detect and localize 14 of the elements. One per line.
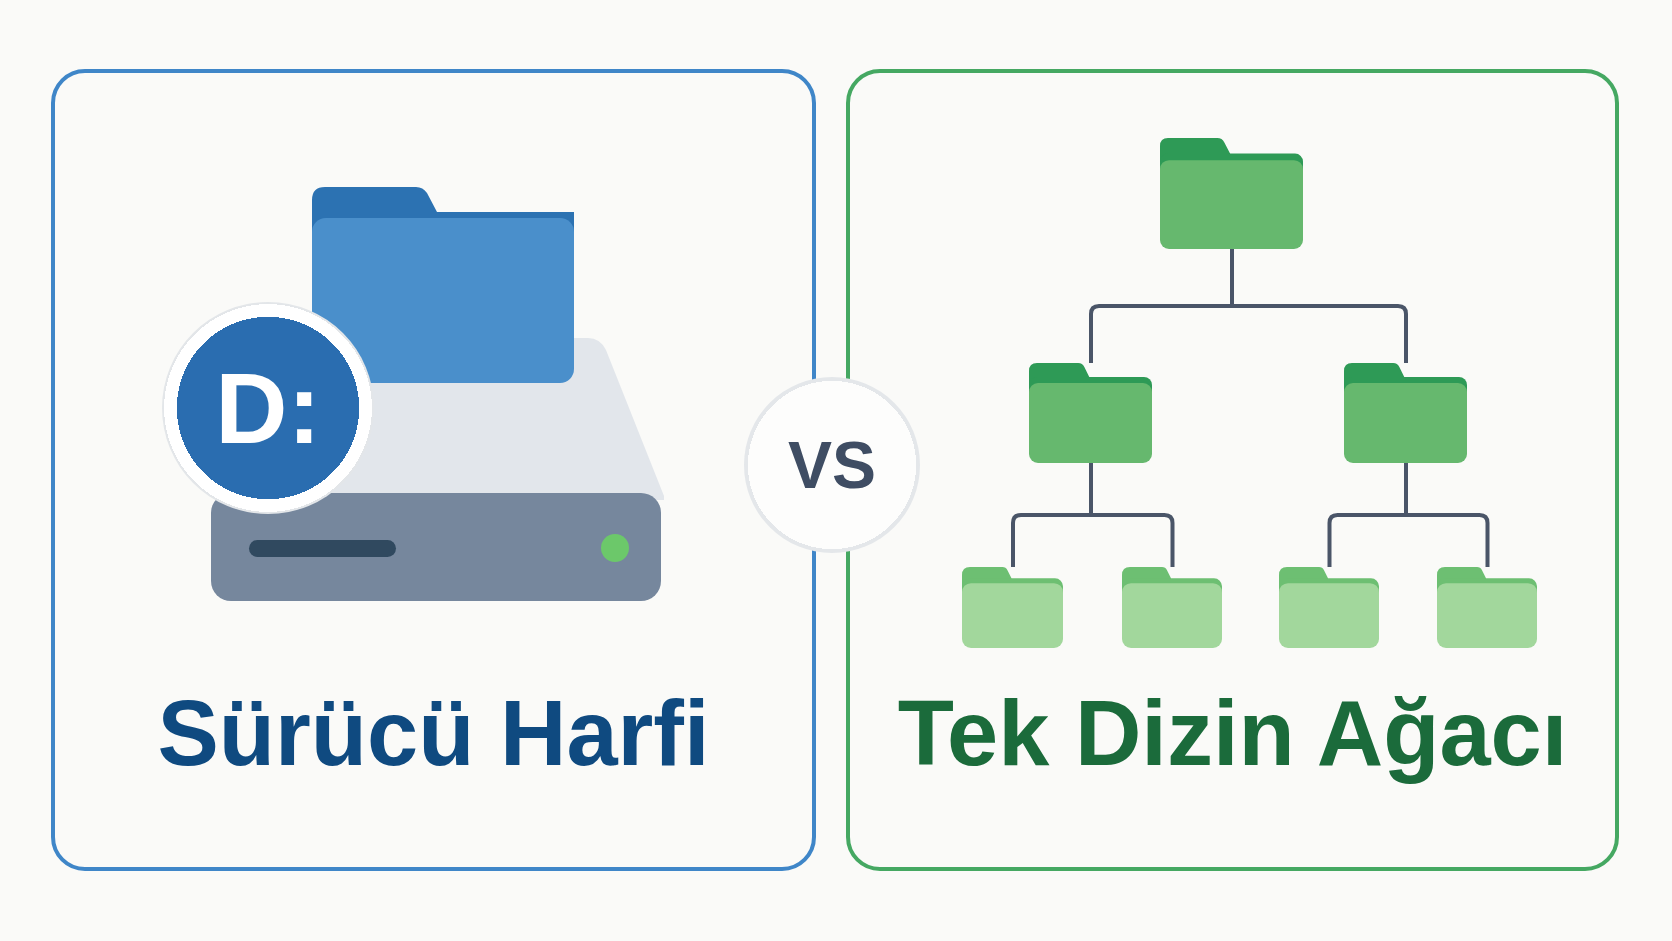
panel-heading: Sürücü Harfi [157, 681, 710, 786]
panel-heading: Tek Dizin Ağacı [897, 681, 1568, 786]
folder-icon [962, 567, 1063, 648]
connector-line [1403, 463, 1489, 567]
folder-icon [1122, 567, 1222, 648]
versus-badge: VS [744, 377, 920, 553]
folder-icon [1029, 363, 1152, 463]
folder-icon [1437, 567, 1537, 648]
connector-line [1229, 249, 1408, 363]
folder-icon [1279, 567, 1379, 648]
folder-icon [1344, 363, 1467, 463]
drive-letter-badge: D: [162, 302, 374, 514]
connector-line [1088, 463, 1174, 567]
folder-icon [1160, 138, 1303, 249]
